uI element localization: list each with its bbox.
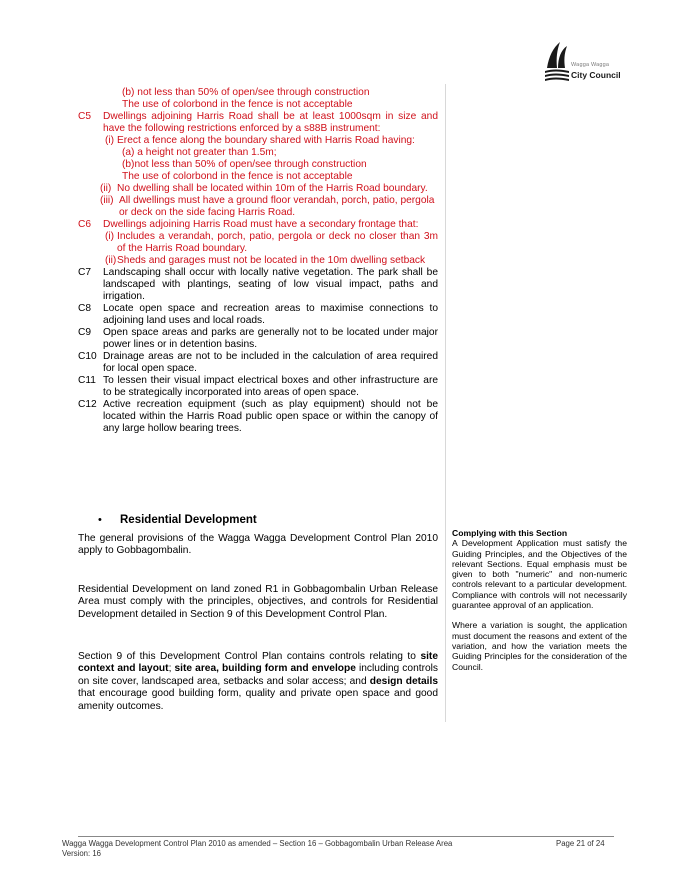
continued-line-b: (b) not less than 50% of open/see throug…	[122, 87, 370, 98]
control-text: Landscaping shall occur with locally nat…	[103, 267, 438, 302]
bold-phrase: site context and layout	[78, 651, 438, 675]
sub-text: No dwelling shall be located within 10m …	[117, 183, 428, 194]
sub-number: (ii)	[105, 255, 117, 266]
control-text: Dwellings adjoining Harris Road must hav…	[103, 219, 419, 230]
footer-title: Wagga Wagga Development Control Plan 201…	[62, 839, 453, 848]
control-c10: C10 Drainage areas are not to be included…	[78, 351, 438, 375]
control-number: C6	[78, 219, 92, 230]
footer-version: Version: 16	[62, 849, 102, 858]
sub-sub-c: The use of colorbond in the fence is not…	[122, 171, 353, 182]
page-number: Page 21 of 24	[556, 839, 605, 848]
control-c9: C9 Open space areas and parks are general…	[78, 327, 438, 351]
compliance-sidebar: Complying with this Section A Developmen…	[452, 528, 627, 672]
control-c8: C8 Locate open space and recreation areas…	[78, 303, 438, 327]
sub-text: All dwellings must have a ground floor v…	[119, 195, 435, 218]
bold-phrase: site area, building form and envelope	[174, 663, 356, 675]
sub-text: Sheds and garages must not be located in…	[117, 255, 426, 266]
control-c7: C7 Landscaping shall occur with locally n…	[78, 267, 438, 303]
control-text: Locate open space and recreation areas t…	[103, 303, 438, 326]
section-paragraph-2: Residential Development on land zoned R1…	[78, 584, 438, 620]
sidebar-heading: Complying with this Section	[452, 528, 568, 538]
section-heading: Residential Development	[120, 514, 257, 526]
sub-text: Erect a fence along the boundary shared …	[117, 135, 415, 146]
section-paragraph-1: The general provisions of the Wagga Wagg…	[78, 533, 438, 557]
logo-subtitle: Wagga Wagga	[571, 62, 610, 68]
sub-sub-b: (b)not less than 50% of open/see through…	[122, 159, 367, 170]
section-paragraph-3: Section 9 of this Development Control Pl…	[78, 651, 438, 712]
council-emblem-icon	[545, 42, 569, 81]
control-text: To lessen their visual impact electrical…	[103, 375, 438, 398]
control-c11: C11 To lessen their visual impact electri…	[78, 375, 438, 399]
control-text: Dwellings adjoining Harris Road shall be…	[103, 111, 438, 134]
control-number: C9	[78, 327, 92, 338]
control-number: C8	[78, 303, 92, 314]
column-divider	[445, 84, 446, 722]
control-number: C12	[78, 399, 97, 410]
footer-rule	[78, 836, 614, 837]
sub-number: (i)	[105, 231, 115, 242]
logo-title: City Council	[571, 70, 621, 80]
sub-number: (ii)	[100, 183, 112, 194]
control-text: Drainage areas are not to be included in…	[103, 351, 438, 374]
council-logo: Wagga Wagga City Council	[543, 38, 633, 84]
control-number: C11	[78, 375, 96, 386]
continued-line-colorbond: The use of colorbond in the fence is not…	[122, 99, 353, 110]
control-number: C10	[78, 351, 97, 362]
control-number: C5	[78, 111, 92, 122]
sub-text: Includes a verandah, porch, patio, pergo…	[117, 231, 438, 254]
controls-list: (b) not less than 50% of open/see throug…	[78, 87, 438, 435]
sidebar-paragraph-2: Where a variation is sought, the applica…	[452, 620, 627, 672]
bold-phrase: design details	[369, 675, 438, 687]
sidebar-paragraph-1: A Development Application must satisfy t…	[452, 538, 627, 611]
control-c6: C6 Dwellings adjoining Harris Road must h…	[78, 219, 438, 267]
sub-sub-a: (a) a height not greater than 1.5m;	[122, 147, 277, 158]
control-text: Active recreation equipment (such as pla…	[103, 399, 438, 434]
control-text: Open space areas and parks are generally…	[103, 327, 438, 350]
control-c12: C12 Active recreation equipment (such as …	[78, 399, 438, 435]
control-c5: C5 Dwellings adjoining Harris Road shall …	[78, 111, 438, 219]
sub-number: (i)	[105, 135, 115, 146]
control-number: C7	[78, 267, 92, 278]
section-bullet: •	[98, 514, 102, 526]
sub-number: (iii)	[100, 195, 114, 206]
